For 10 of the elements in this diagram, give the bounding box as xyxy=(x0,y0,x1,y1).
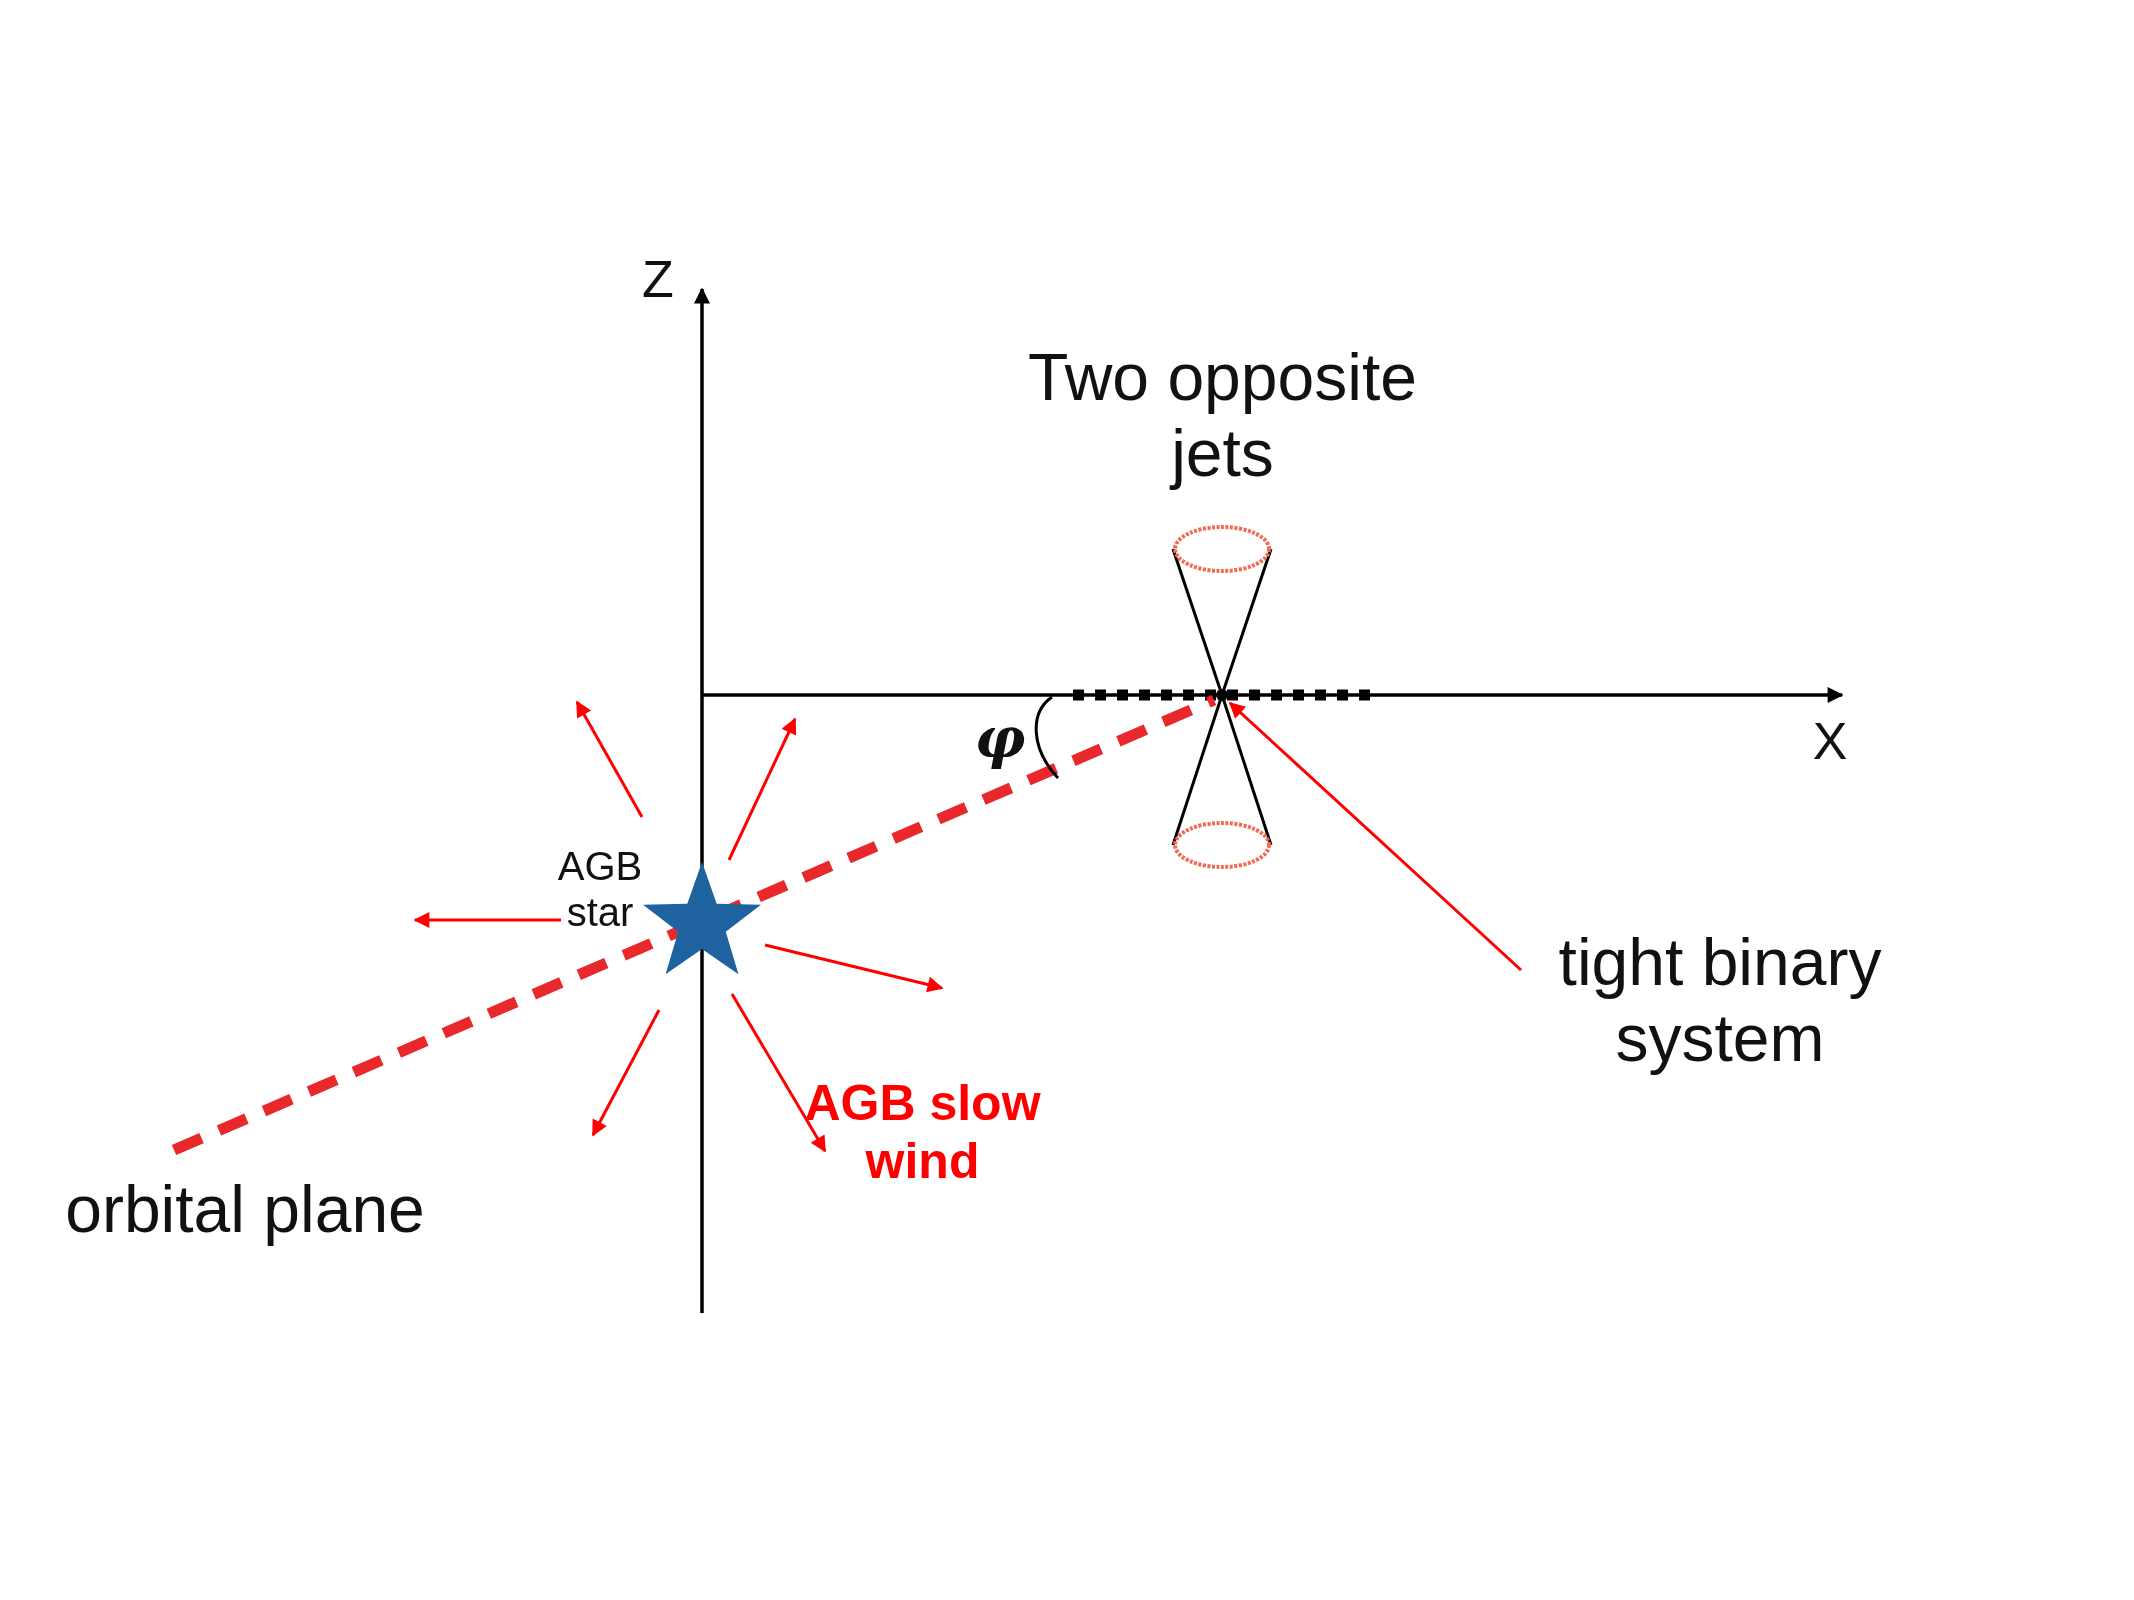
leader-line xyxy=(1228,701,1522,972)
axis-label: Z xyxy=(641,250,675,310)
angle-symbol: φ xyxy=(973,705,1027,770)
star-label: AGB star xyxy=(556,843,644,935)
node-label: tight binary system xyxy=(1557,925,1883,1077)
plane-label: orbital plane xyxy=(64,1172,426,1248)
jets-label: Two opposite jets xyxy=(1027,340,1418,492)
axis-label: X xyxy=(1811,712,1849,772)
wind-label: AGB slow wind xyxy=(803,1075,1042,1190)
binary-point xyxy=(1216,689,1228,701)
